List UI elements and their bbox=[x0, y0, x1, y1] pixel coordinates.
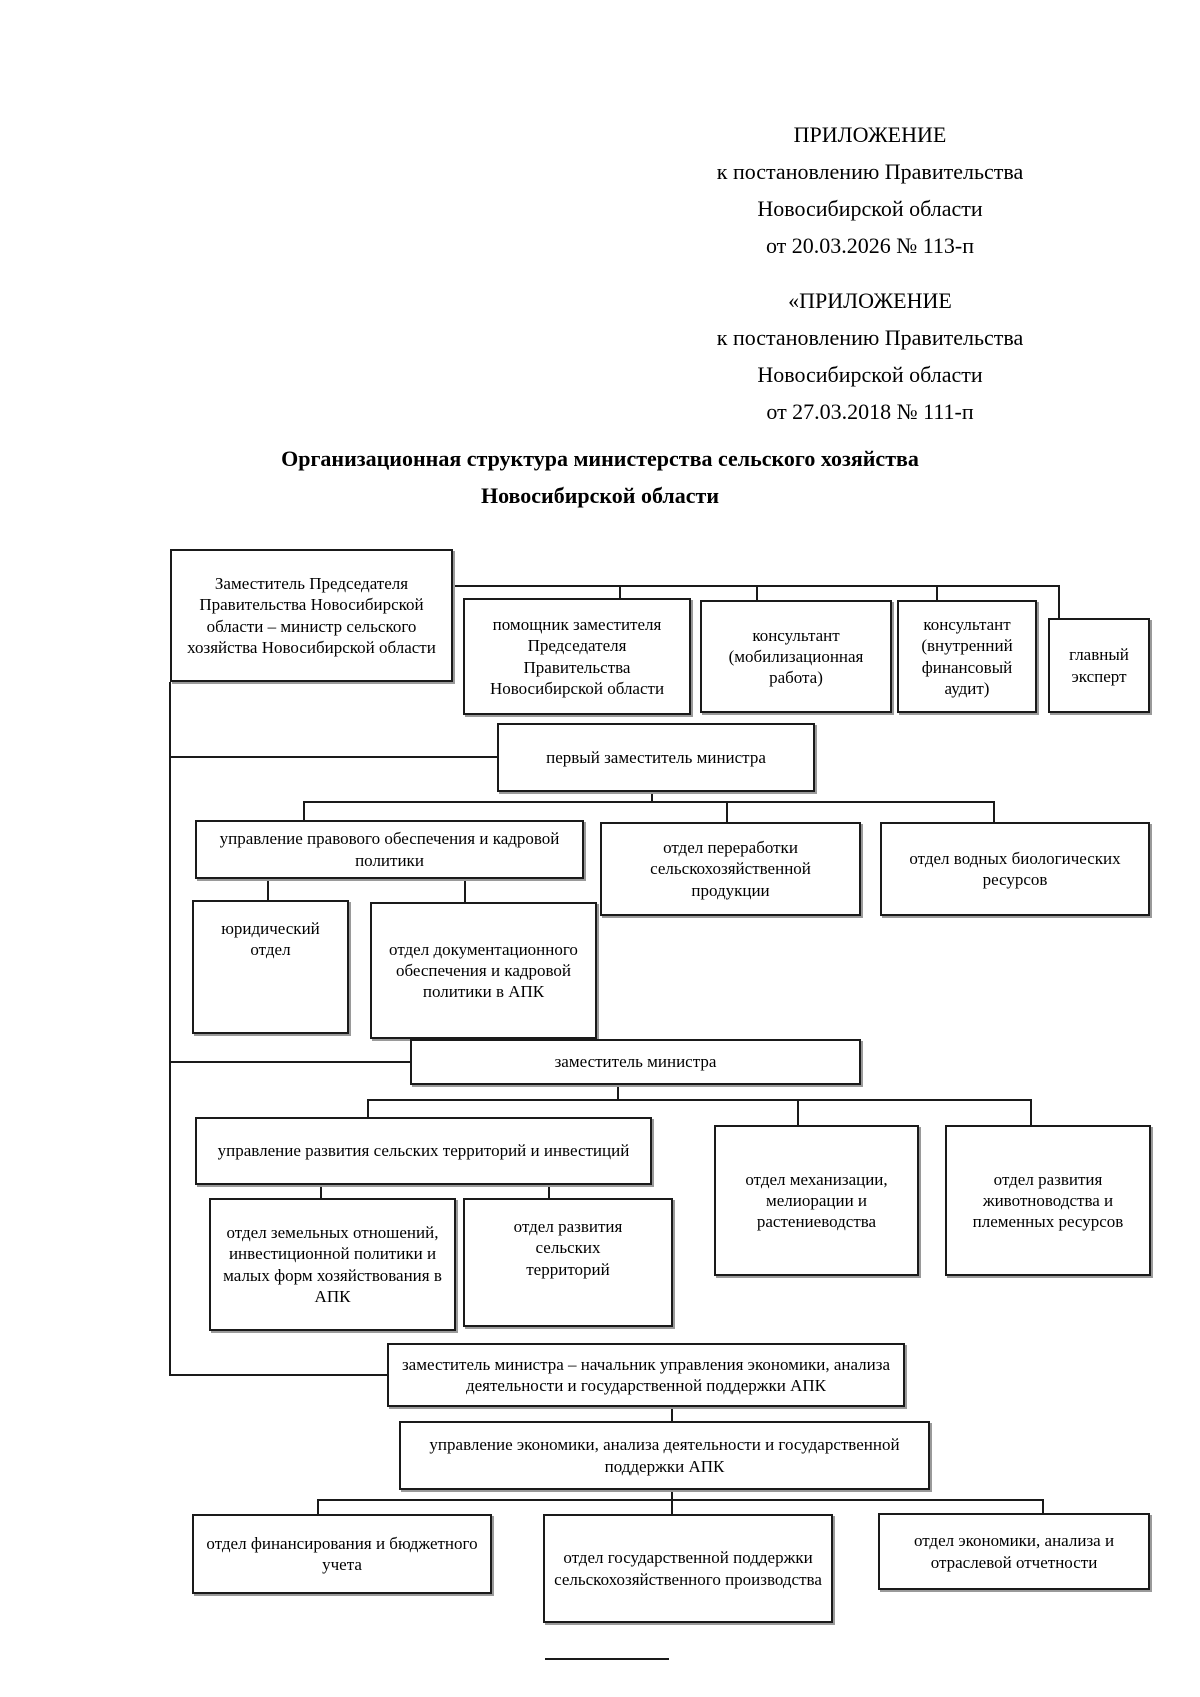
annex-line: к постановлению Правительства bbox=[716, 159, 1024, 184]
node-dept-documentation: отдел документационного обеспечения и ка… bbox=[370, 902, 597, 1039]
connector bbox=[617, 1083, 619, 1099]
node-dept-financing: отдел финансирования и бюджетного учета bbox=[192, 1514, 492, 1594]
annex-line: от 20.03.2026 № 113-п bbox=[765, 233, 975, 258]
node-deputy-minister-economics: заместитель министра – начальник управле… bbox=[387, 1343, 905, 1407]
node-dept-economics: отдел экономики, анализа и отраслевой от… bbox=[878, 1513, 1150, 1590]
connector-trunk bbox=[169, 682, 171, 1376]
annex-line: Новосибирской области bbox=[757, 196, 983, 221]
annex-line: Новосибирской области bbox=[757, 362, 983, 387]
connector bbox=[726, 803, 728, 822]
footer-rule bbox=[545, 1658, 669, 1660]
page-title: Организационная структура министерства с… bbox=[0, 440, 1200, 514]
connector bbox=[993, 803, 995, 822]
connector bbox=[267, 879, 269, 900]
node-deputy-minister: заместитель министра bbox=[410, 1039, 861, 1085]
connector bbox=[320, 1185, 322, 1198]
node-upr-legal: управление правового обеспечения и кадро… bbox=[195, 820, 584, 879]
connector bbox=[317, 1499, 1044, 1501]
connector bbox=[671, 1407, 673, 1421]
connector bbox=[169, 1374, 387, 1376]
connector bbox=[453, 585, 1060, 587]
node-consultant-mobilization: консультант (мобилизационная работа) bbox=[700, 600, 892, 713]
connector bbox=[548, 1185, 550, 1198]
connector bbox=[464, 879, 466, 902]
annex-line: к постановлению Правительства bbox=[716, 325, 1024, 350]
node-assistant: помощник заместителя Председателя Правит… bbox=[463, 598, 691, 715]
node-chief-expert: главный эксперт bbox=[1048, 618, 1150, 713]
node-dept-legal: юридический отдел bbox=[192, 900, 349, 1034]
node-minister: Заместитель Председателя Правительства Н… bbox=[170, 549, 453, 682]
connector bbox=[367, 1099, 1032, 1101]
connector bbox=[1030, 1101, 1032, 1125]
connector bbox=[1058, 587, 1060, 618]
connector bbox=[303, 801, 995, 803]
connector bbox=[619, 587, 621, 598]
node-dept-mechanization: отдел механизации, мелиорации и растение… bbox=[714, 1125, 919, 1276]
annex-line: ПРИЛОЖЕНИЕ bbox=[793, 122, 947, 147]
node-dept-rural-territories: отдел развития сельских территорий bbox=[463, 1198, 673, 1327]
node-dept-livestock: отдел развития животноводства и племенны… bbox=[945, 1125, 1151, 1276]
annex-line: «ПРИЛОЖЕНИЕ bbox=[788, 288, 952, 313]
node-dept-land-relations: отдел земельных отношений, инвестиционно… bbox=[209, 1198, 456, 1331]
connector bbox=[367, 1101, 369, 1117]
connector bbox=[936, 587, 938, 600]
node-dept-processing: отдел переработки сельскохозяйственной п… bbox=[600, 822, 861, 916]
connector bbox=[797, 1101, 799, 1125]
connector bbox=[756, 587, 758, 600]
page-title-line2: Новосибирской области bbox=[480, 483, 719, 508]
annex-header-original: «ПРИЛОЖЕНИЕ к постановлению Правительств… bbox=[645, 282, 1095, 430]
node-dept-water-resources: отдел водных биологических ресурсов bbox=[880, 822, 1150, 916]
connector bbox=[671, 1501, 673, 1514]
node-first-deputy-minister: первый заместитель министра bbox=[497, 723, 815, 792]
connector bbox=[651, 792, 653, 801]
node-consultant-audit: консультант (внутренний финансовый аудит… bbox=[897, 600, 1037, 713]
connector bbox=[317, 1501, 319, 1514]
node-upr-rural-development: управление развития сельских территорий … bbox=[195, 1117, 652, 1185]
node-upr-economics: управление экономики, анализа деятельнос… bbox=[399, 1421, 930, 1490]
connector bbox=[671, 1490, 673, 1499]
connector bbox=[1042, 1501, 1044, 1513]
connector bbox=[169, 756, 497, 758]
annex-header-current: ПРИЛОЖЕНИЕ к постановлению Правительства… bbox=[645, 116, 1095, 264]
node-dept-state-support: отдел государственной поддержки сельскох… bbox=[543, 1514, 833, 1623]
page-title-line1: Организационная структура министерства с… bbox=[281, 446, 919, 471]
annex-line: от 27.03.2018 № 111-п bbox=[766, 399, 974, 424]
connector bbox=[169, 1061, 410, 1063]
connector bbox=[303, 803, 305, 820]
